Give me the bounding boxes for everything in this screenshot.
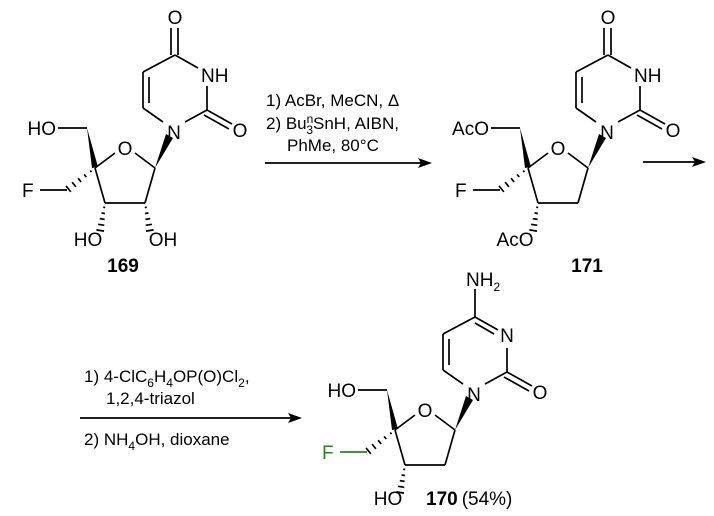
atom-aco5: AcO (452, 119, 489, 140)
atom-o4: O (551, 139, 566, 160)
step2-line2: 1,2,4-triazol (106, 389, 195, 408)
compound-170: NH2 N O N O HO F HO 170(54%) (322, 270, 547, 510)
fluoromethyl-bond (39, 169, 93, 193)
compound-171: O NH O N O AcO F AcO 171 (452, 8, 680, 277)
c2-hydroxyl-bond (143, 206, 155, 232)
arrow-head-continue (692, 157, 706, 167)
c4-carbonyl-bonds (170, 27, 199, 69)
atom-n1: N (467, 385, 481, 406)
atom-o4: O (418, 401, 433, 422)
atom-n1: N (167, 123, 181, 144)
c4-carbonyl-bonds (603, 27, 632, 69)
c4-n3-bond (474, 316, 499, 331)
atom-nh: NH (201, 66, 228, 87)
compound-169: O NH O N O HO F HO OH 169 (22, 8, 247, 277)
step1-line1: 1) AcBr, MeCN, Δ (266, 91, 399, 110)
step2-conditions: 1) 4-ClC6H4OP(O)Cl2, 1,2,4-triazol 2) NH… (80, 367, 302, 453)
arrow-head-2 (288, 413, 302, 423)
c4-n3-double-bond (474, 322, 495, 335)
atom-ho5: HO (328, 381, 357, 402)
furanose-ring-bonds (490, 127, 607, 232)
atom-nh: NH (634, 66, 661, 87)
atom-o-c2: O (533, 383, 548, 404)
atom-o-c2: O (666, 121, 681, 142)
furanose-ring-bonds (357, 389, 474, 494)
atom-o-top: O (601, 8, 616, 29)
atom-nh2: NH2 (466, 270, 500, 294)
atom-o-top: O (168, 8, 183, 29)
atom-o-c2: O (233, 121, 248, 142)
atom-ho5: HO (28, 119, 57, 140)
compound-label-171: 171 (571, 256, 603, 277)
atom-f: F (322, 443, 334, 464)
fluoromethyl-bond (472, 169, 526, 193)
cytosine-ring-bonds (442, 316, 533, 392)
atom-o4: O (118, 139, 133, 160)
atom-f: F (455, 181, 467, 202)
atom-aco3: AcO (497, 230, 534, 251)
fluoromethyl-bond (339, 431, 393, 455)
atom-ho3: HO (374, 489, 403, 510)
atom-ho3: HO (74, 230, 103, 251)
compound-label-169: 169 (107, 256, 139, 277)
atom-f: F (22, 181, 34, 202)
atom-n3: N (500, 326, 514, 347)
compound-label-170: 170(54%) (426, 489, 512, 510)
step2-line1: 1) 4-ClC6H4OP(O)Cl2, (84, 367, 250, 390)
step2-line3: 2) NH4OH, dioxane (84, 430, 230, 453)
atom-oh2: OH (149, 230, 178, 251)
furanose-ring-bonds (57, 127, 174, 232)
arrow-head-1 (418, 158, 432, 168)
step1-line3: PhMe, 80°C (287, 136, 379, 155)
atom-n1: N (600, 123, 614, 144)
